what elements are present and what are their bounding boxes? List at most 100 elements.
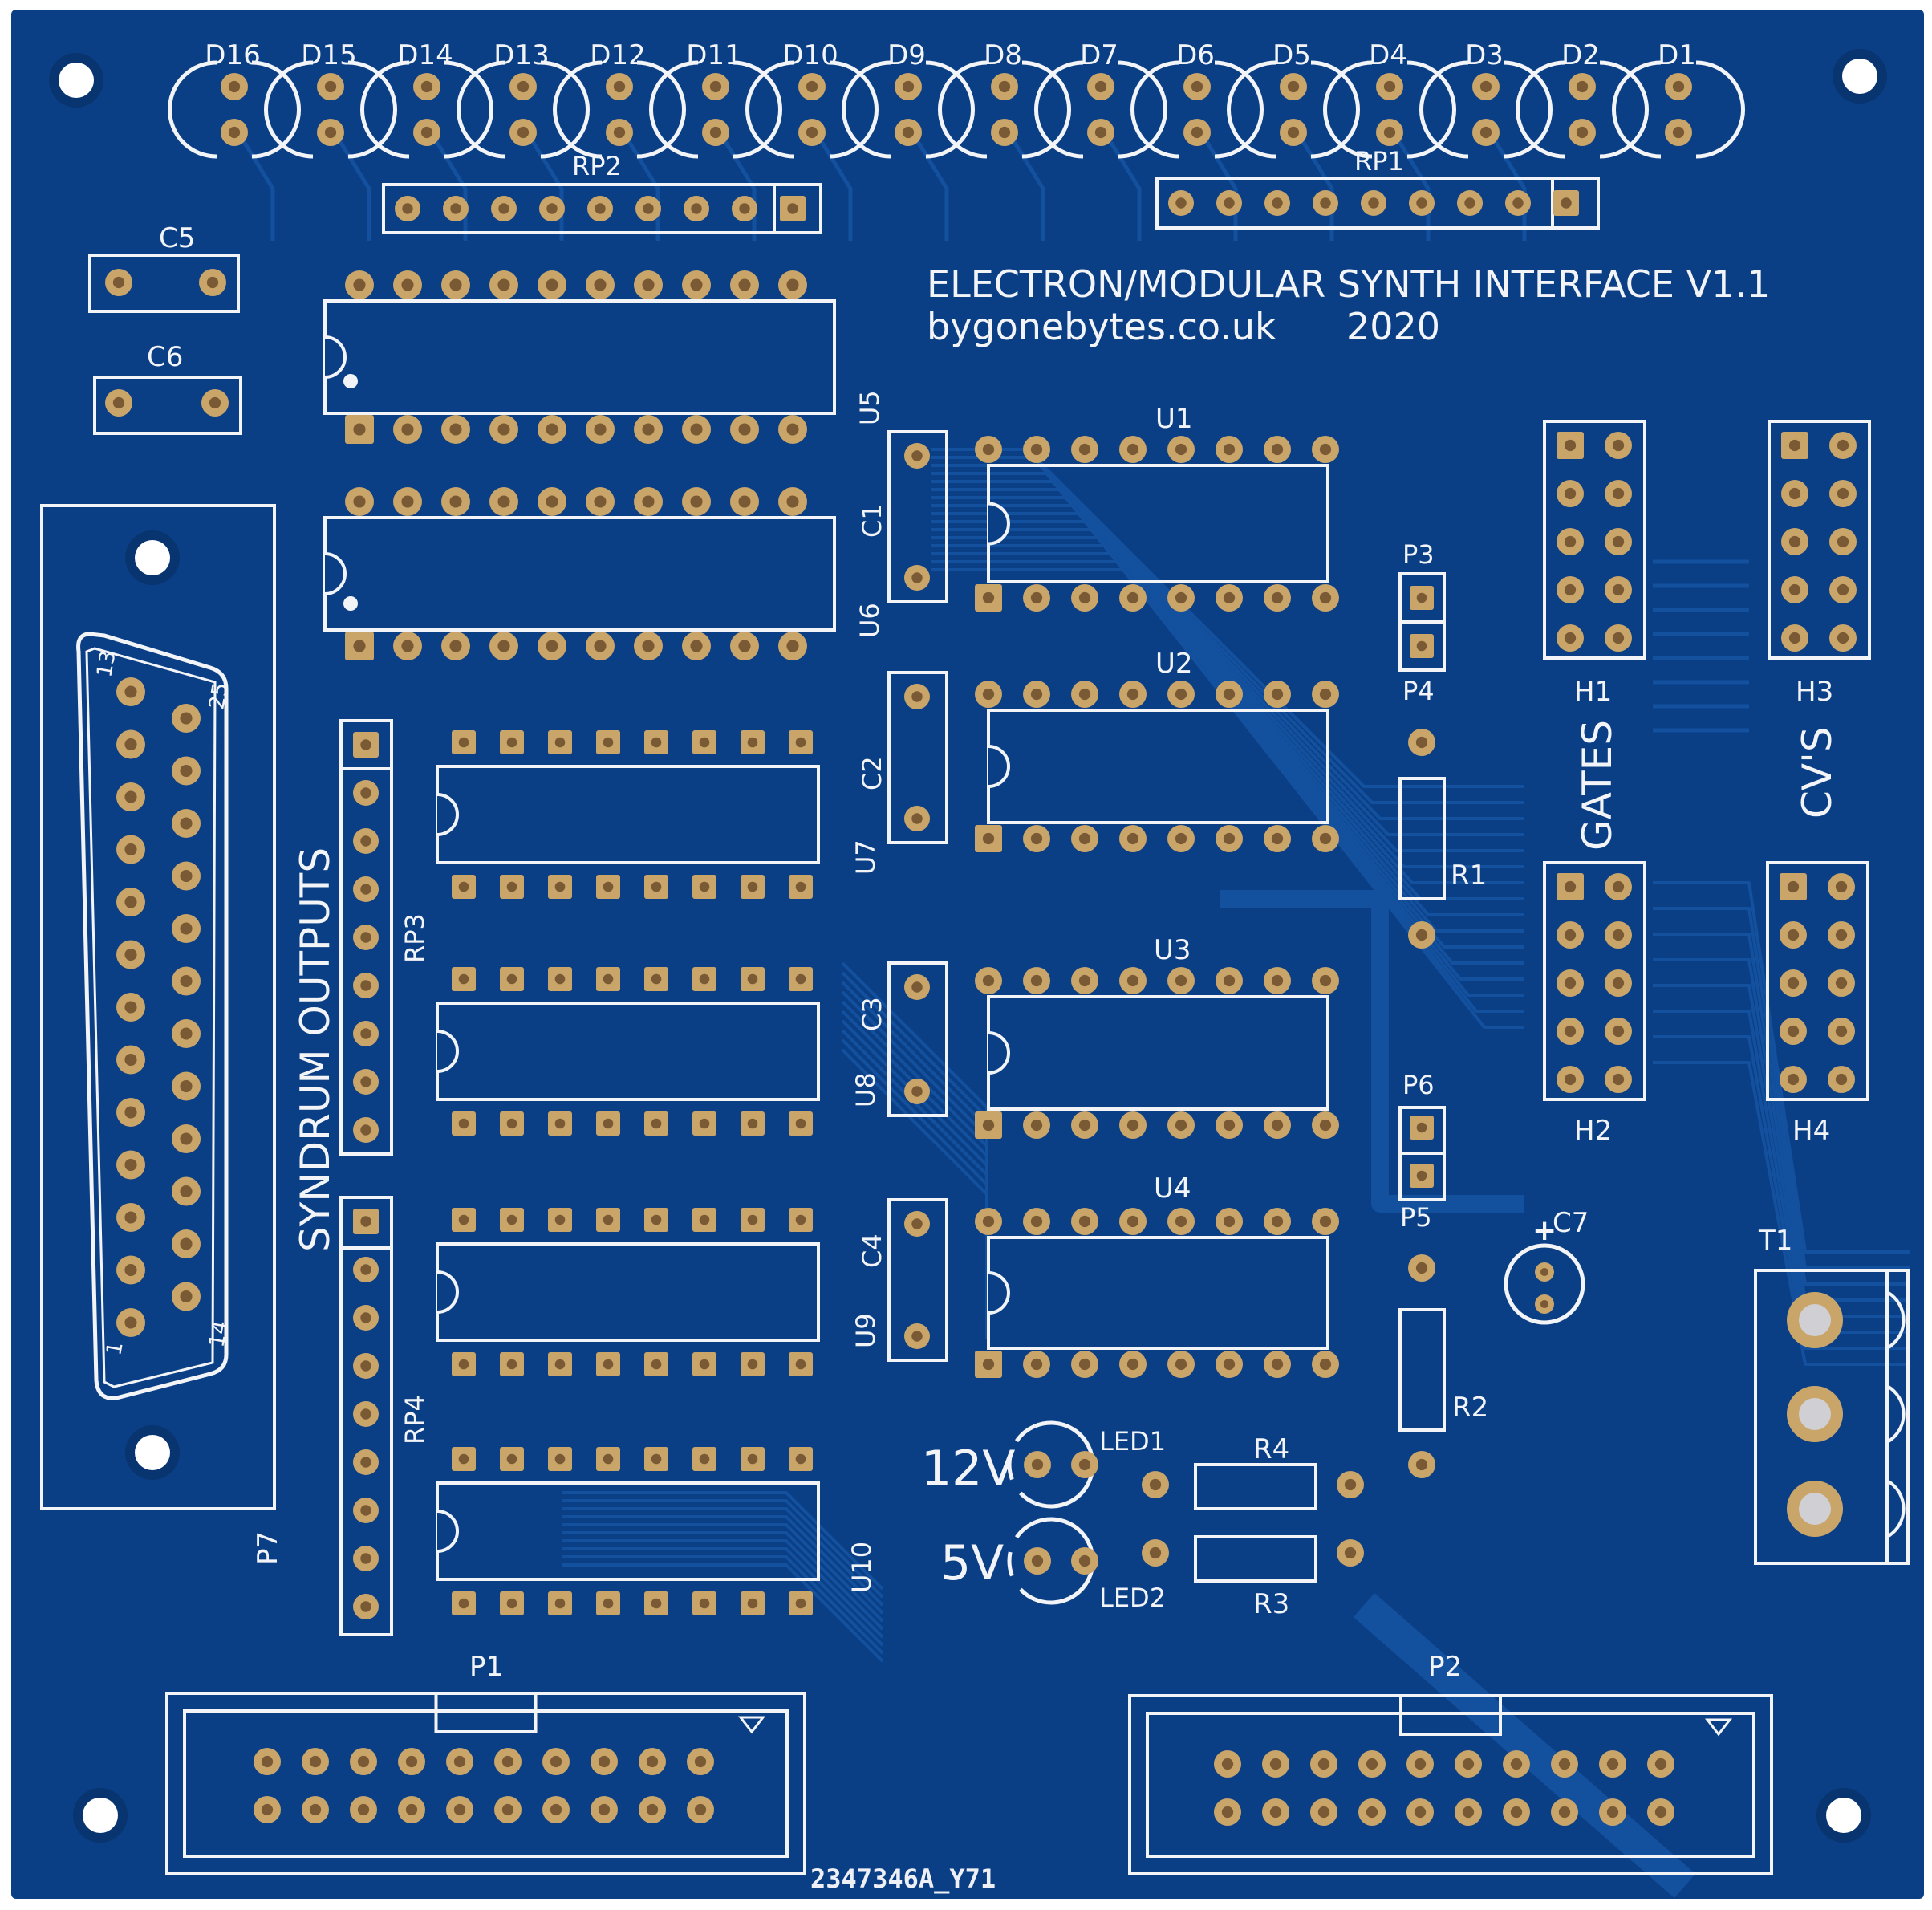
- pad-hole: [1221, 1806, 1234, 1819]
- pad-hole: [1837, 632, 1849, 644]
- pad-hole: [360, 1076, 371, 1087]
- pad-hole: [709, 126, 722, 139]
- mounting-hole: [1842, 59, 1877, 94]
- terminal-bump: [1885, 1479, 1906, 1538]
- label-p6: P6: [1402, 1070, 1435, 1100]
- pad-hole: [795, 1359, 806, 1370]
- pad-hole: [603, 1359, 614, 1370]
- pad-hole: [1078, 832, 1091, 845]
- pad-hole: [124, 1158, 137, 1172]
- pad-hole: [694, 1803, 707, 1816]
- h4-outline: [1766, 861, 1869, 1101]
- terminal-block-outline: [1754, 1269, 1910, 1565]
- pad-hole: [360, 932, 371, 943]
- pad-hole: [1558, 1758, 1571, 1770]
- solder-pads: [105, 73, 1857, 1826]
- pad-hole: [1835, 1073, 1848, 1086]
- copper-trace: [562, 1563, 884, 1663]
- label-u9: U9: [850, 1313, 881, 1348]
- pad-hole: [699, 1359, 710, 1370]
- pad-hole: [1271, 1215, 1284, 1228]
- pad-hole: [613, 80, 626, 93]
- pad-hole: [546, 640, 558, 652]
- label-led2: LED2: [1099, 1583, 1166, 1613]
- silkscreen-text: ELECTRON/MODULAR SYNTH INTERFACE V1.1 by…: [92, 39, 1841, 1894]
- mounting-hole: [135, 1435, 170, 1470]
- pad-hole: [1606, 1806, 1619, 1819]
- pad-hole: [1175, 1119, 1187, 1132]
- pad-hole: [1030, 591, 1043, 604]
- copper-trace: [1653, 1035, 1910, 1350]
- pad-hole: [1564, 1073, 1577, 1086]
- pad-hole: [1271, 443, 1284, 456]
- label-rp2: RP2: [572, 151, 622, 181]
- pad-hole: [1654, 1806, 1667, 1819]
- pad-hole: [787, 203, 798, 214]
- pad-hole: [1271, 591, 1284, 604]
- pad-hole: [517, 126, 530, 139]
- pad-hole: [501, 1755, 514, 1768]
- copper-trace: [912, 135, 949, 241]
- copper-trace: [931, 544, 1524, 981]
- label-u6: U6: [854, 603, 885, 638]
- pad-hole: [360, 1312, 371, 1323]
- pad-hole: [982, 832, 995, 845]
- pad-hole: [694, 1755, 707, 1768]
- copper-trace: [1220, 890, 1524, 1213]
- pad-hole: [646, 1755, 659, 1768]
- pad-hole: [1030, 1215, 1043, 1228]
- label-cvs: CV'S: [1794, 726, 1841, 819]
- label-syndrum-outputs: SYNDRUM OUTPUTS: [292, 847, 339, 1252]
- pad-hole: [506, 973, 518, 985]
- pad-hole: [1319, 832, 1332, 845]
- led-outline: [925, 60, 975, 159]
- pad-hole: [1191, 80, 1203, 93]
- copper-trace: [562, 1555, 884, 1655]
- pad-hole: [738, 423, 751, 436]
- led-label: D6: [1176, 39, 1215, 71]
- pad-hole: [1175, 591, 1187, 604]
- pad-hole: [594, 423, 607, 436]
- pad-hole: [699, 973, 710, 985]
- pad-hole: [554, 737, 566, 748]
- u9-notch: [436, 1270, 459, 1314]
- label-h3: H3: [1796, 676, 1833, 708]
- pad-hole: [982, 974, 995, 987]
- label-u5: U5: [854, 390, 885, 425]
- pad-hole: [786, 423, 799, 436]
- label-rp3: RP3: [400, 913, 430, 963]
- label-rp1: RP1: [1354, 146, 1404, 177]
- r3-body: [1194, 1535, 1317, 1583]
- pad-hole: [124, 1263, 137, 1277]
- pad-hole: [795, 1598, 806, 1609]
- pad-hole: [594, 640, 607, 652]
- u10-notch: [436, 1510, 459, 1553]
- pad-hole: [747, 737, 758, 748]
- pad-hole: [124, 1001, 137, 1014]
- pad-hole: [497, 423, 510, 436]
- led-outline: [842, 60, 891, 159]
- label-p4: P4: [1402, 676, 1435, 706]
- pad-hole: [1564, 1025, 1577, 1038]
- db25-shell: [76, 632, 229, 1400]
- pad-hole: [458, 1598, 469, 1609]
- pad-hole: [1031, 1458, 1044, 1471]
- db25-pin-14: 14: [205, 1319, 233, 1349]
- pad-hole: [1564, 583, 1577, 596]
- pad-hole: [1366, 1758, 1378, 1770]
- pad-hole: [180, 922, 193, 935]
- led-outline: [264, 60, 314, 159]
- pad-hole: [747, 1598, 758, 1609]
- pad-hole: [911, 1218, 923, 1229]
- pad-hole: [1612, 487, 1625, 500]
- pad-hole: [497, 640, 510, 652]
- label-p5: P5: [1400, 1202, 1432, 1233]
- led-label: D15: [301, 39, 356, 71]
- board-title: ELECTRON/MODULAR SYNTH INTERFACE V1.1: [927, 262, 1770, 306]
- pad-hole: [1835, 929, 1848, 941]
- pad-hole: [309, 1803, 322, 1816]
- pad-hole: [1175, 1215, 1187, 1228]
- led-outline: [444, 60, 493, 159]
- copper-trace: [1201, 135, 1238, 241]
